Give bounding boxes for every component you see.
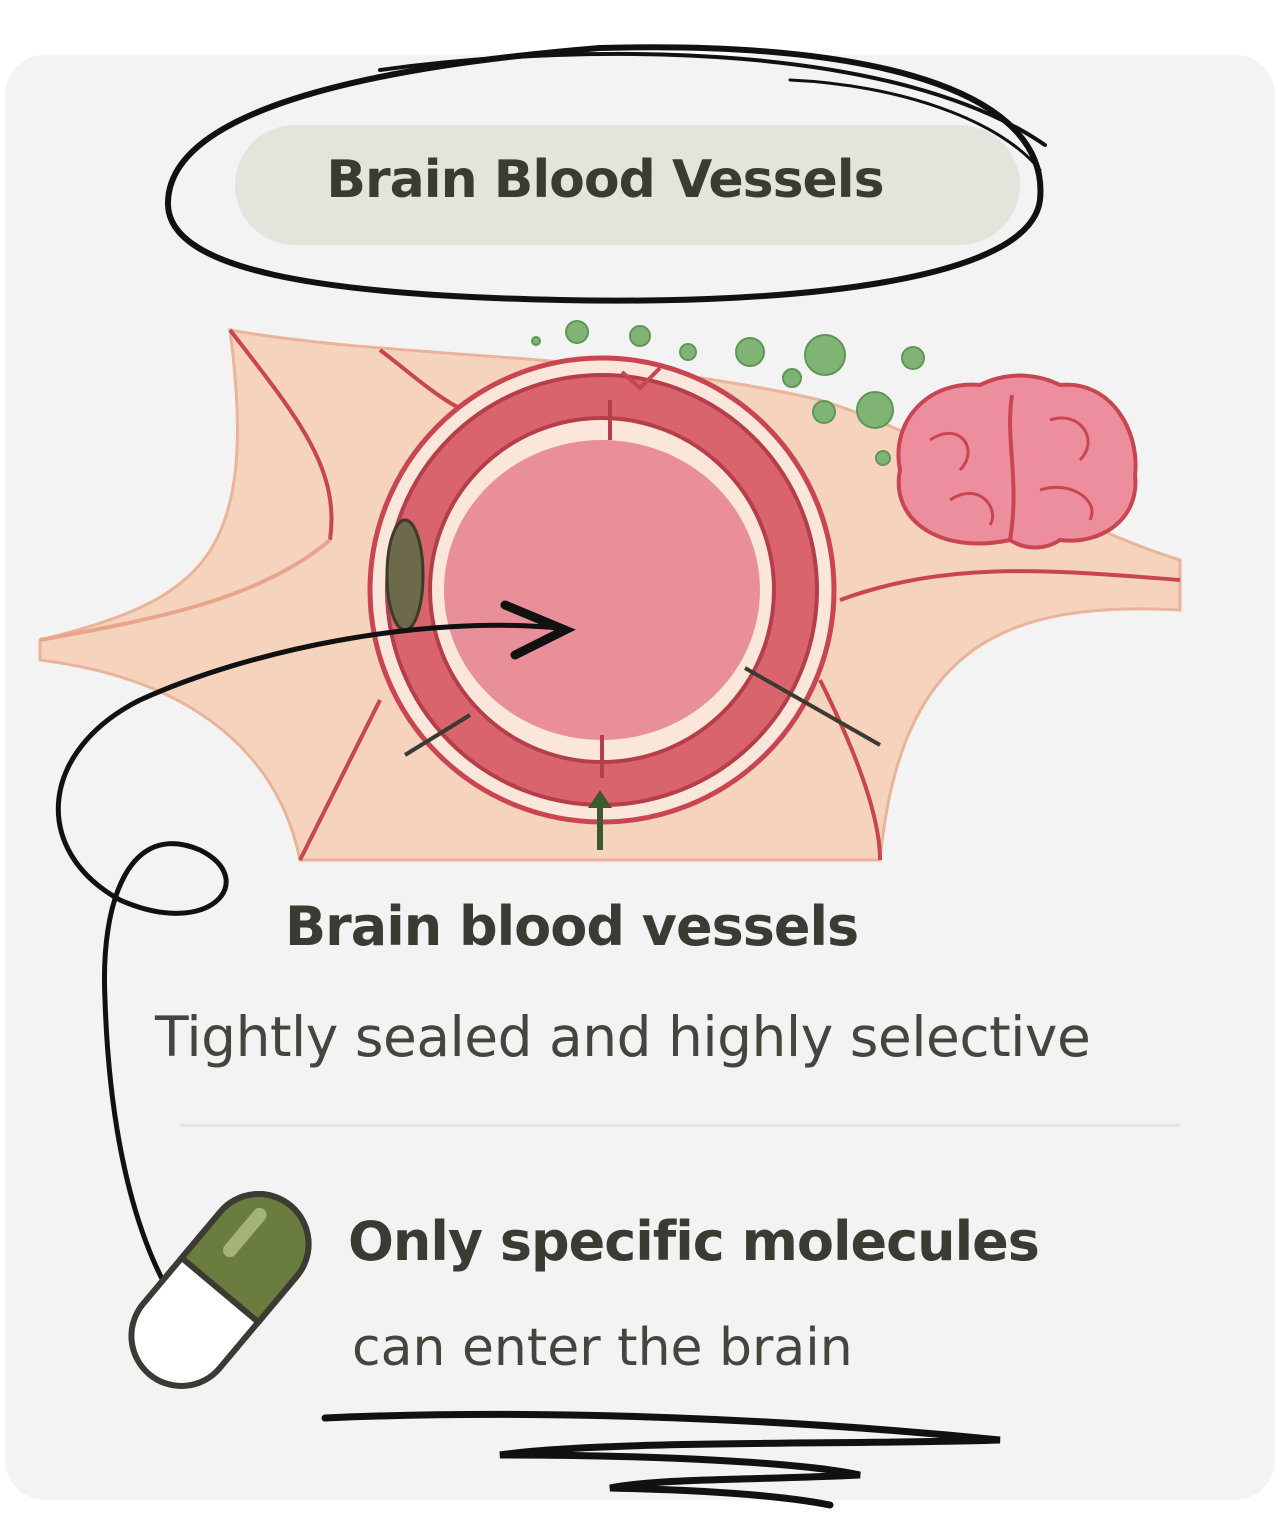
page-title: Brain Blood Vessels [326,150,884,210]
section1-description: Tightly sealed and highly selective [155,1005,1091,1069]
title-pill [235,125,1020,245]
capsule-icon [128,1191,312,1389]
section2-heading: Only specific molecules [348,1210,1040,1273]
molecules [531,320,925,466]
section2-description: can enter the brain [352,1318,853,1378]
section1-heading: Brain blood vessels [285,895,859,958]
divider [180,1124,1180,1127]
scribble-arrow [55,600,576,1313]
title-scribble-ellipse [164,44,1047,304]
blood-vessel [367,355,881,850]
brain-icon [896,373,1138,550]
underline-scribble [321,1410,1001,1509]
